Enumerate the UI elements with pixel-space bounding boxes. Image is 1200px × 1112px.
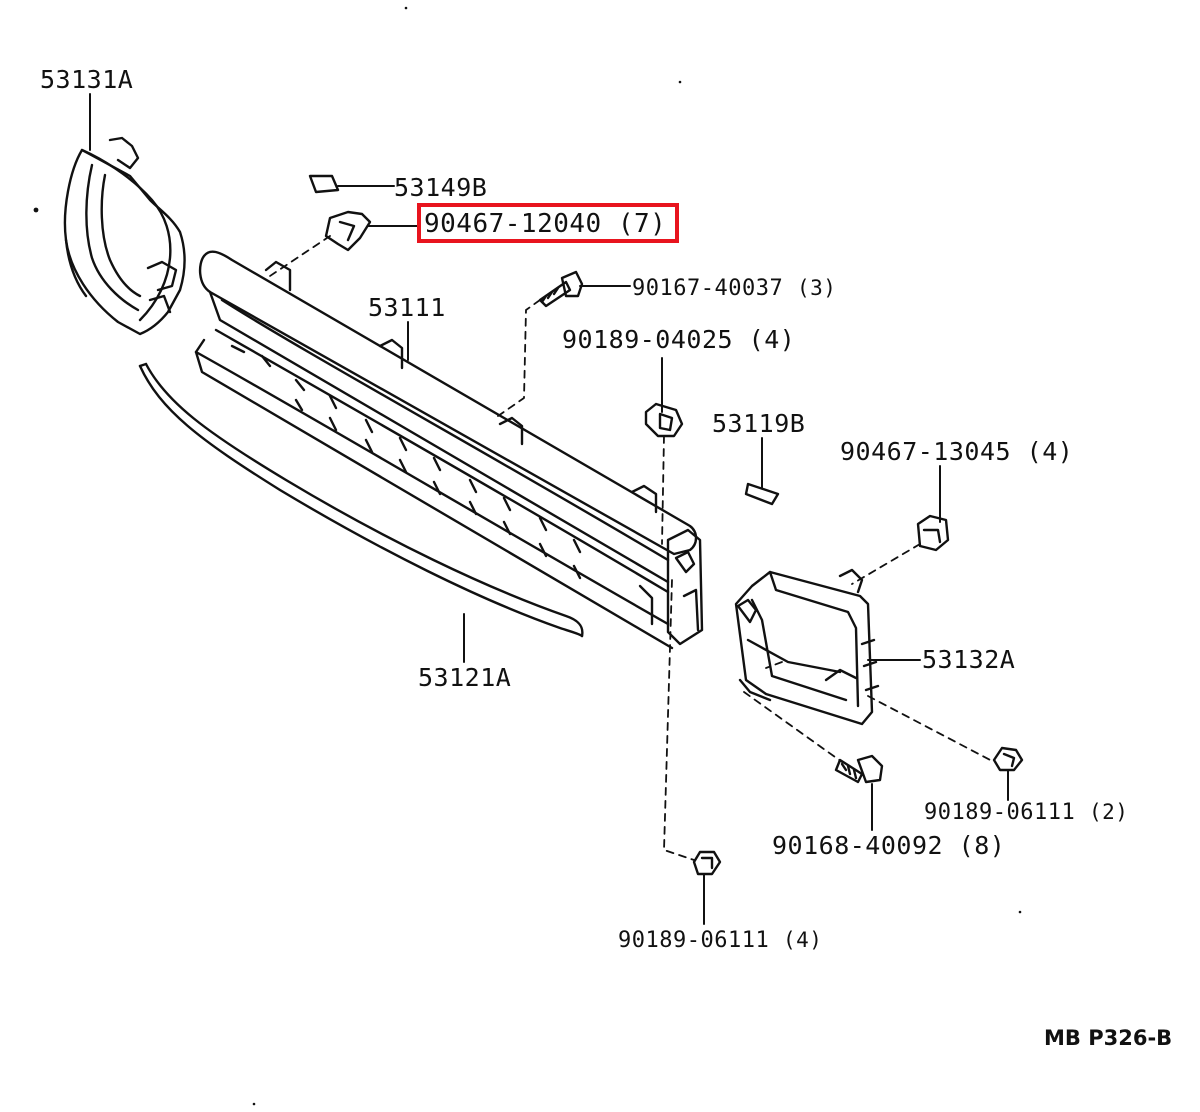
part-number: 53149B: [394, 173, 488, 202]
nut-90189-06111-right: [992, 746, 1024, 772]
part-qty: (2): [1088, 800, 1129, 824]
part-qty: (4): [782, 928, 823, 952]
part-label-90189-04025: 90189-04025 (4): [562, 326, 795, 354]
part-label-53149B: 53149B: [394, 174, 487, 202]
part-label-53121A: 53121A: [418, 664, 511, 692]
part-number: 53111: [368, 293, 446, 322]
part-number: 53119B: [712, 409, 806, 438]
part-qty: (3): [796, 276, 837, 300]
clip-53149B: [308, 174, 340, 194]
part-number: 90189-04025: [562, 325, 734, 354]
lower-trim-strip: [138, 362, 584, 638]
part-number: 90467-12040: [424, 209, 602, 239]
part-label-53132A: 53132A: [922, 646, 1015, 674]
assembly-dashed-lines: [269, 235, 995, 861]
clip-90467-12040: [324, 210, 372, 252]
nut-90189-04025: [644, 402, 684, 438]
clip-90467-13045: [916, 514, 950, 552]
part-label-90167-40037: 90167-40037 (3): [632, 274, 836, 303]
part-number: 53132A: [922, 645, 1016, 674]
part-label-53131A: 53131A: [40, 66, 133, 94]
part-label-90189-06111-bottom: 90189-06111 (4): [618, 926, 822, 955]
part-label-90168-40092: 90168-40092 (8): [772, 832, 1005, 860]
part-qty: (8): [958, 831, 1006, 860]
part-number: 90167-40037: [632, 276, 784, 301]
diagram-reference-code: MB P326-B: [1044, 1026, 1173, 1050]
part-number: 90189-06111: [924, 800, 1076, 825]
part-label-53119B: 53119B: [712, 410, 805, 438]
right-grille-bracket: [734, 568, 880, 726]
clip-53119B: [744, 482, 780, 506]
part-label-90467-12040: 90467-12040 (7): [424, 210, 666, 238]
part-label-90189-06111-right: 90189-06111 (2): [924, 798, 1128, 827]
highlight-box: [417, 203, 679, 243]
part-number: 53131A: [40, 65, 134, 94]
part-qty: (4): [748, 325, 796, 354]
bolt-90167-40037: [538, 270, 584, 308]
part-number: 90189-06111: [618, 928, 770, 953]
part-number: 53121A: [418, 663, 512, 692]
part-label-90467-13045: 90467-13045 (4): [840, 438, 1073, 466]
part-qty: (7): [617, 209, 667, 239]
part-qty: (4): [1026, 437, 1074, 466]
main-grille: [194, 250, 704, 650]
nut-90189-06111-bottom: [692, 850, 722, 876]
leader-lines: [89, 93, 1009, 925]
left-grille-bracket: [63, 136, 186, 336]
bolt-90168-40092: [834, 754, 884, 784]
part-number: 90168-40092: [772, 831, 944, 860]
part-label-53111: 53111: [368, 294, 446, 322]
part-number: 90467-13045: [840, 437, 1012, 466]
